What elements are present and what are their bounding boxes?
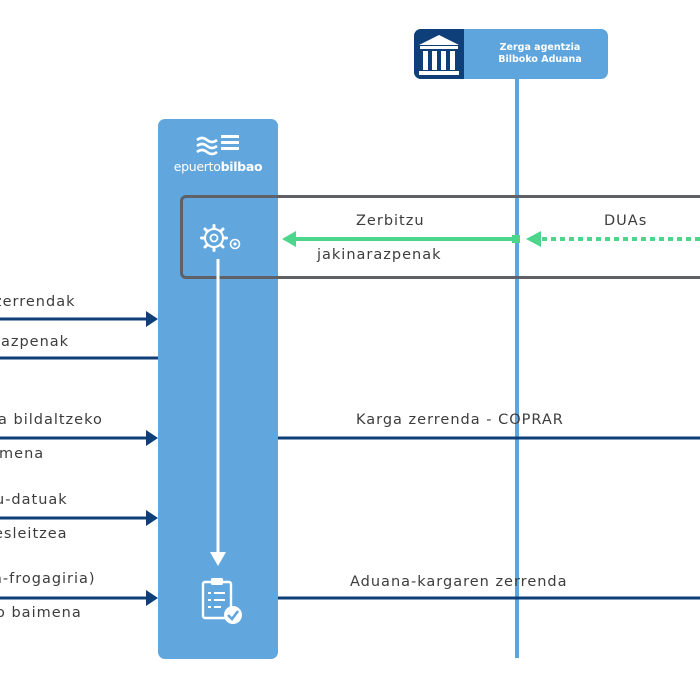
dua-arrow — [526, 231, 700, 247]
left-msg-4-line2: esleitzea — [0, 526, 68, 542]
left-msg-2-line1: razpenak — [0, 334, 70, 350]
coprar-label: Karga zerrenda - COPRAR — [356, 412, 564, 428]
left-arrow-3 — [0, 430, 158, 446]
left-msg-5-line2: o baimena — [0, 605, 82, 621]
service-notification-box — [180, 195, 700, 279]
government-building-icon — [414, 29, 464, 79]
agency-header: Zerga agentzia Bilboko Aduana — [414, 29, 608, 79]
left-arrow-1 — [0, 311, 158, 327]
process-flow-arrow — [210, 259, 226, 566]
left-arrow-5 — [0, 590, 158, 606]
port-brand: epuertobilbao — [158, 159, 278, 174]
left-msg-3-line2: imena — [0, 446, 45, 462]
service-label-line2: jakinarazpenak — [317, 247, 442, 263]
left-msg-3-line1: a bildaltzeko — [0, 412, 103, 428]
service-notification-arrow — [282, 231, 520, 247]
brand-prefix: epuerto — [173, 159, 221, 174]
brand-suffix: bilbao — [220, 159, 263, 174]
clipboard-check-icon — [201, 578, 242, 624]
customs-list-label: Aduana-kargaren zerrenda — [350, 574, 568, 590]
waves-logo-icon — [196, 135, 239, 156]
gears-icon — [200, 224, 241, 252]
service-label-line1: Zerbitzu — [356, 213, 425, 229]
agency-name-line1: Zerga agentzia — [499, 42, 581, 53]
agency-name-line2: Bilboko Aduana — [498, 54, 582, 65]
left-msg-4-line1: u-datuak — [0, 492, 68, 508]
agency-lifeline — [515, 79, 519, 658]
agency-name: Zerga agentzia Bilboko Aduana — [476, 42, 604, 66]
duas-label: DUAs — [604, 213, 648, 229]
left-msg-5-line1: a-frogagiria) — [0, 571, 96, 587]
left-msg-1-line1: zerrendak — [0, 294, 76, 310]
left-arrow-4 — [0, 510, 158, 526]
